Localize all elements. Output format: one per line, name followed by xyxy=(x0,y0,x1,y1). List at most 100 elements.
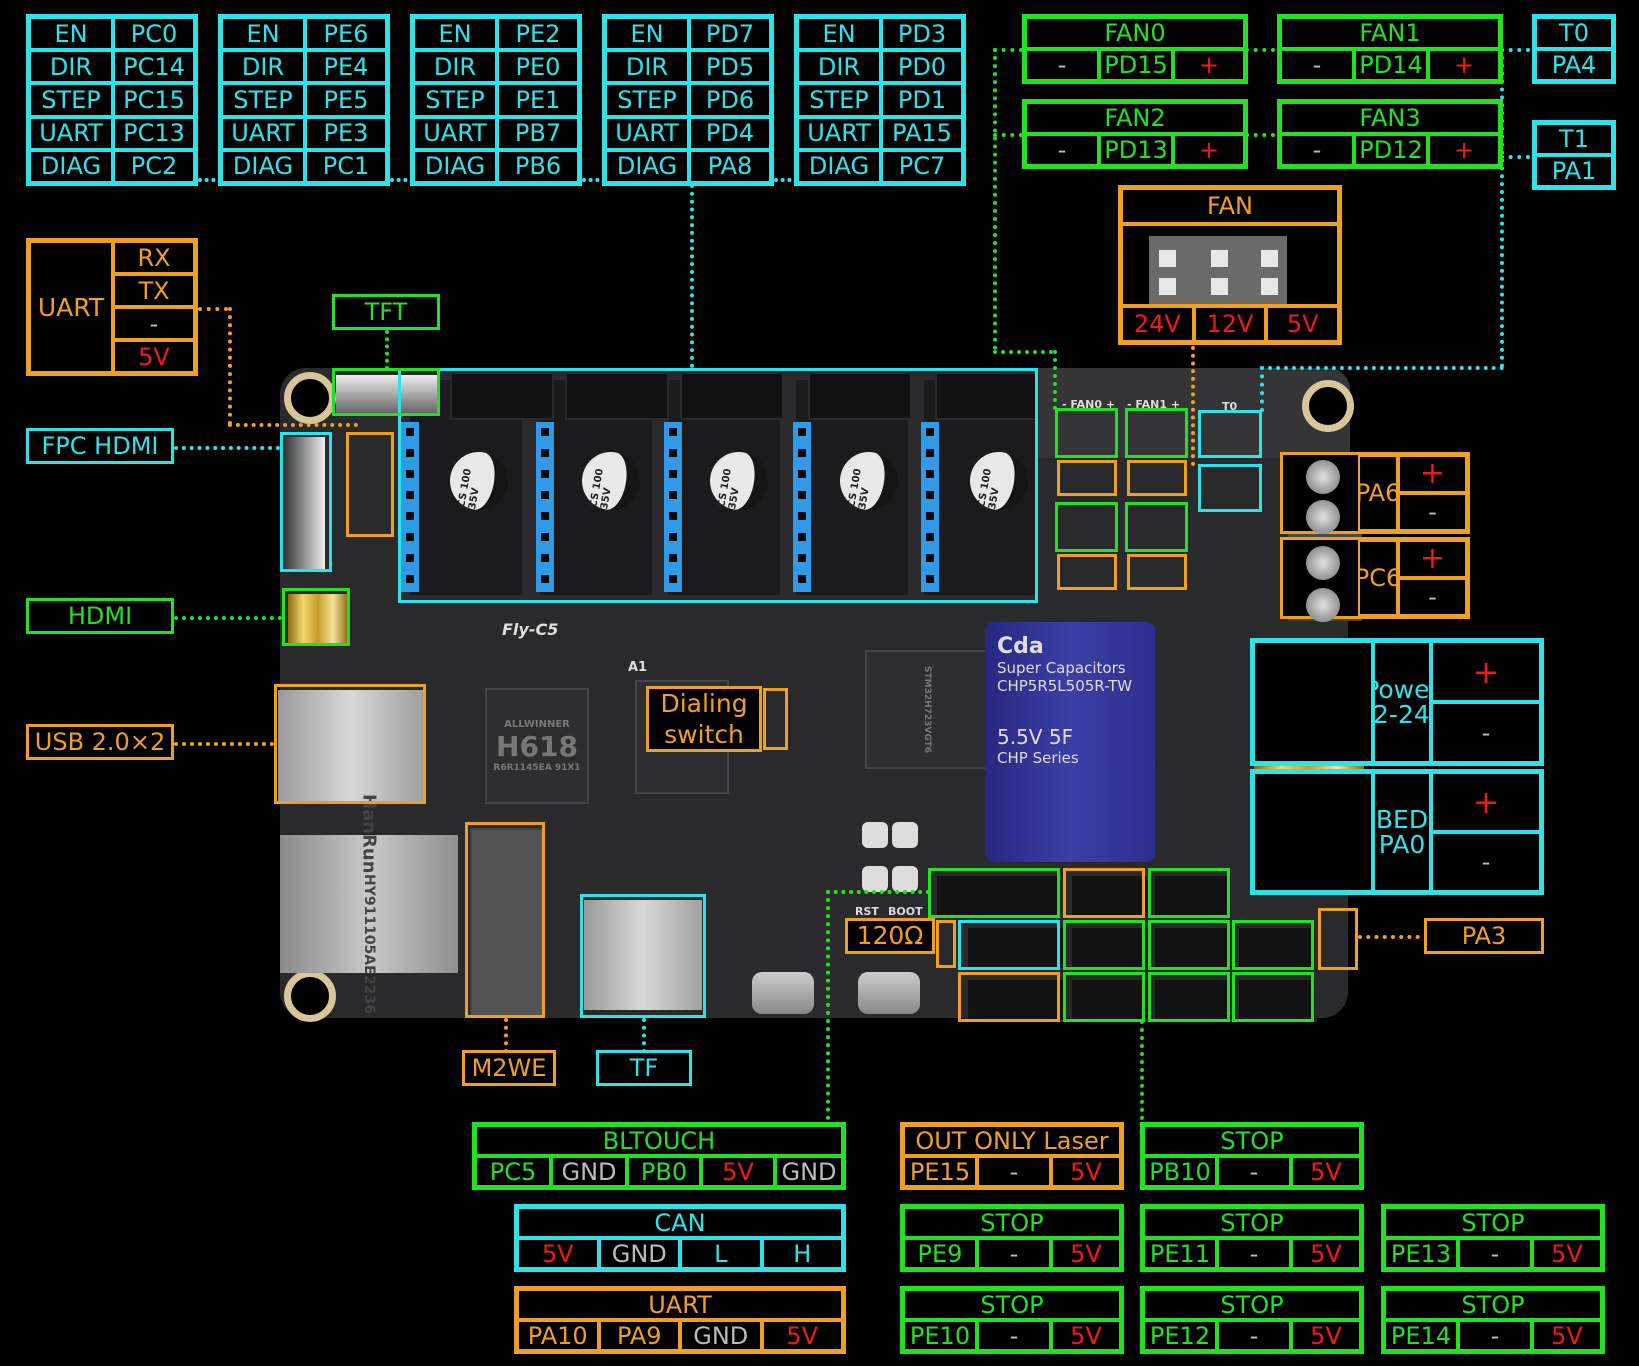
rst-button[interactable] xyxy=(862,866,888,892)
driver-header-blue xyxy=(921,422,939,592)
eth-brand-text: HanRun xyxy=(358,794,380,874)
driver-pin: PE4 xyxy=(305,50,387,84)
supercap-text-3: 5.5V 5F xyxy=(997,725,1074,749)
driver-pin: PC15 xyxy=(113,83,195,117)
endstop-title: STOP xyxy=(1384,1289,1602,1320)
leader-line xyxy=(1245,133,1275,137)
power-terminal-slot xyxy=(1253,641,1373,763)
t0-table: T0 PA4 xyxy=(1532,14,1616,84)
usb-port xyxy=(278,690,423,802)
tf-slot xyxy=(584,900,702,1010)
hdmi-port xyxy=(288,594,348,644)
usb-label: USB 2.0×2 xyxy=(26,724,174,760)
can-title: CAN xyxy=(517,1207,843,1238)
driver-signal-label: UART xyxy=(29,116,113,150)
driver-header-blue xyxy=(664,422,682,592)
driver-signal-label: DIR xyxy=(605,50,689,84)
stop-connector-highlight xyxy=(1232,920,1314,970)
fan3-connector-highlight xyxy=(1125,502,1188,552)
t0-title: T0 xyxy=(1535,17,1613,49)
driver-pin: PE5 xyxy=(305,83,387,117)
driver-signal-label: STEP xyxy=(221,83,305,117)
driver-pin: PD1 xyxy=(881,83,963,117)
uart-pin-gnd: GND xyxy=(680,1320,762,1351)
can-pin-5v: 5V xyxy=(517,1238,599,1269)
driver-pin: PC1 xyxy=(305,149,387,183)
mount-hole xyxy=(284,372,336,424)
leader-line xyxy=(826,890,830,1120)
driver-header-blue xyxy=(401,422,419,592)
fan3-plus: + xyxy=(1428,134,1500,166)
usb-highlight xyxy=(274,684,426,804)
driver-pin: PE3 xyxy=(305,116,387,150)
fan0-table: FAN0 - PD15 + xyxy=(1022,14,1248,84)
laser-connector-highlight xyxy=(1063,868,1145,918)
endstop-pin: PE10 xyxy=(903,1320,977,1351)
endstop-pin: PE14 xyxy=(1384,1320,1458,1351)
fan2-table: FAN2 - PD13 + xyxy=(1022,99,1248,169)
uart-pin-5v: 5V xyxy=(761,1320,843,1351)
endstop-pin: PB10 xyxy=(1143,1156,1217,1187)
driver-signal-label: UART xyxy=(221,116,305,150)
fan-jumper-highlight xyxy=(1127,460,1187,496)
endstop-5v: 5V xyxy=(1532,1320,1602,1351)
bltouch-pin-gnd2: GND xyxy=(775,1156,843,1187)
driver-signal-label: DIR xyxy=(797,50,881,84)
fan0-pin: PD15 xyxy=(1099,49,1173,81)
motor-connector xyxy=(565,372,669,420)
fan2-pin: PD13 xyxy=(1099,134,1173,166)
stop-connector-highlight xyxy=(1232,972,1314,1022)
laser-title: OUT ONLY Laser xyxy=(903,1125,1121,1156)
leader-line xyxy=(1140,1020,1144,1120)
boot-button-top[interactable] xyxy=(892,822,918,848)
fan0-plus: + xyxy=(1173,49,1245,81)
jst-connector xyxy=(1070,874,1150,918)
fan3-minus: - xyxy=(1280,134,1354,166)
driver-pin: PB6 xyxy=(497,149,579,183)
t1-table: T1 PA1 xyxy=(1532,120,1616,190)
power-label: Power 12-24V xyxy=(1373,641,1431,763)
driver-header-blue xyxy=(793,422,811,592)
driver-signal-label: DIR xyxy=(221,50,305,84)
leader-line xyxy=(993,48,1023,52)
rst-button-top[interactable] xyxy=(862,822,888,848)
leader-line xyxy=(993,350,1053,354)
fan1-plus: + xyxy=(1428,49,1500,81)
uart-bottom-title: UART xyxy=(517,1289,843,1320)
motor-connector xyxy=(808,372,912,420)
fan1-title: FAN1 xyxy=(1280,17,1500,49)
leader-line xyxy=(1260,366,1504,370)
pc6-plus: + xyxy=(1398,540,1467,578)
a1-silk: A1 xyxy=(628,660,648,675)
bed-table: + BED PA0 - xyxy=(1250,769,1544,895)
supercap-text-1: Super Capacitors xyxy=(997,659,1126,677)
leader-line xyxy=(174,616,282,620)
endstop-title: STOP xyxy=(903,1207,1121,1238)
t0-connector-highlight xyxy=(1198,410,1262,458)
resistor-label: 120Ω xyxy=(845,918,935,954)
bed-pin: PA0 xyxy=(1378,830,1426,859)
jst-connector xyxy=(1153,978,1233,1022)
supercap-brand: Cda xyxy=(997,634,1044,659)
driver-signal-label: UART xyxy=(797,116,881,150)
hdmi-highlight xyxy=(282,588,350,646)
soc-brand-text: ALLWINNER xyxy=(504,719,570,730)
laser-pin: PE15 xyxy=(903,1156,977,1187)
resistor-jumper-highlight xyxy=(936,920,956,968)
fan1-table: FAN1 - PD14 + xyxy=(1277,14,1503,84)
bltouch-pin-5v: 5V xyxy=(701,1156,775,1187)
bltouch-table: BLTOUCH PC5 GND PB0 5V GND xyxy=(472,1122,846,1190)
endstop-title: STOP xyxy=(1143,1207,1361,1238)
fan-jumper-graphic xyxy=(1121,224,1339,306)
can-table: CAN 5V GND L H xyxy=(514,1204,846,1272)
fan2-connector-highlight xyxy=(1055,502,1118,552)
boot-button[interactable] xyxy=(892,866,918,892)
bed-label: BED PA0 xyxy=(1373,772,1431,892)
uart-bottom-table: UART PA10 PA9 GND 5V xyxy=(514,1286,846,1354)
board-top-right-area xyxy=(1000,368,1350,458)
usb-c-port xyxy=(858,972,920,1014)
pa6-screw-plus xyxy=(1306,460,1340,494)
uart-pin-pa10: PA10 xyxy=(517,1320,599,1351)
